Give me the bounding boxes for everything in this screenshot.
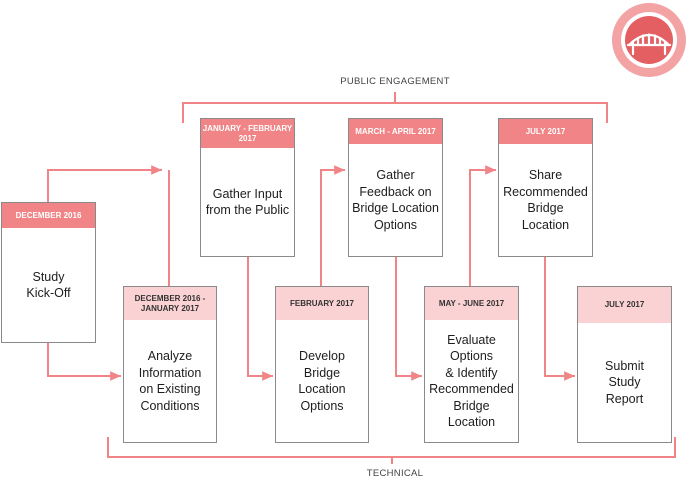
card-title: Develop Bridge Location Options [298, 349, 346, 413]
arrow-gather-input-to-develop [247, 257, 273, 381]
arrow-develop-to-gather-feedback [320, 165, 345, 286]
card-evaluate-options: MAY - JUNE 2017 Evaluate Options & Ident… [424, 286, 519, 443]
public-engagement-bracket [182, 92, 608, 123]
card-title: Submit Study Report [605, 358, 644, 406]
card-date: JULY 2017 [499, 119, 592, 144]
card-gather-feedback: MARCH - APRIL 2017 Gather Feedback on Br… [348, 118, 443, 257]
card-title: Study Kick-Off [26, 269, 71, 301]
card-date: MAY - JUNE 2017 [425, 287, 518, 320]
bridge-logo [611, 2, 687, 78]
card-date: DECEMBER 2016 - JANUARY 2017 [124, 287, 216, 320]
card-title: Gather Feedback on Bridge Location Optio… [352, 168, 439, 232]
card-title: Gather Input from the Public [205, 186, 290, 218]
bridge-icon [612, 3, 686, 77]
card-develop-options: FEBRUARY 2017 Develop Bridge Location Op… [275, 286, 369, 443]
arrow-gather-feedback-to-evaluate [395, 257, 422, 381]
card-date: FEBRUARY 2017 [276, 287, 368, 320]
technical-label: TECHNICAL [366, 468, 424, 479]
public-engagement-label: PUBLIC ENGAGEMENT [340, 76, 450, 87]
card-share-recommended: JULY 2017 Share Recommended Bridge Locat… [498, 118, 593, 257]
arrow-share-to-submit [544, 257, 575, 381]
card-date: JULY 2017 [578, 287, 671, 323]
card-date: JANUARY - FEBRUARY 2017 [201, 119, 294, 148]
card-study-kickoff: DECEMBER 2016 Study Kick-Off [1, 202, 96, 343]
arrow-kickoff-to-gather-input [47, 165, 162, 202]
card-title: Share Recommended Bridge Location [503, 168, 588, 232]
arrow-kickoff-to-analyze [47, 343, 121, 381]
card-title: Analyze Information on Existing Conditio… [138, 349, 202, 413]
card-date: DECEMBER 2016 [2, 203, 95, 228]
card-gather-input: JANUARY - FEBRUARY 2017 Gather Input fro… [200, 118, 295, 257]
card-analyze-information: DECEMBER 2016 - JANUARY 2017 Analyze Inf… [123, 286, 217, 443]
card-submit-report: JULY 2017 Submit Study Report [577, 286, 672, 443]
technical-bracket [107, 437, 676, 464]
arrow-evaluate-to-share [469, 165, 496, 286]
card-title: Evaluate Options & Identify Recommended … [429, 332, 514, 430]
card-date: MARCH - APRIL 2017 [349, 119, 442, 144]
